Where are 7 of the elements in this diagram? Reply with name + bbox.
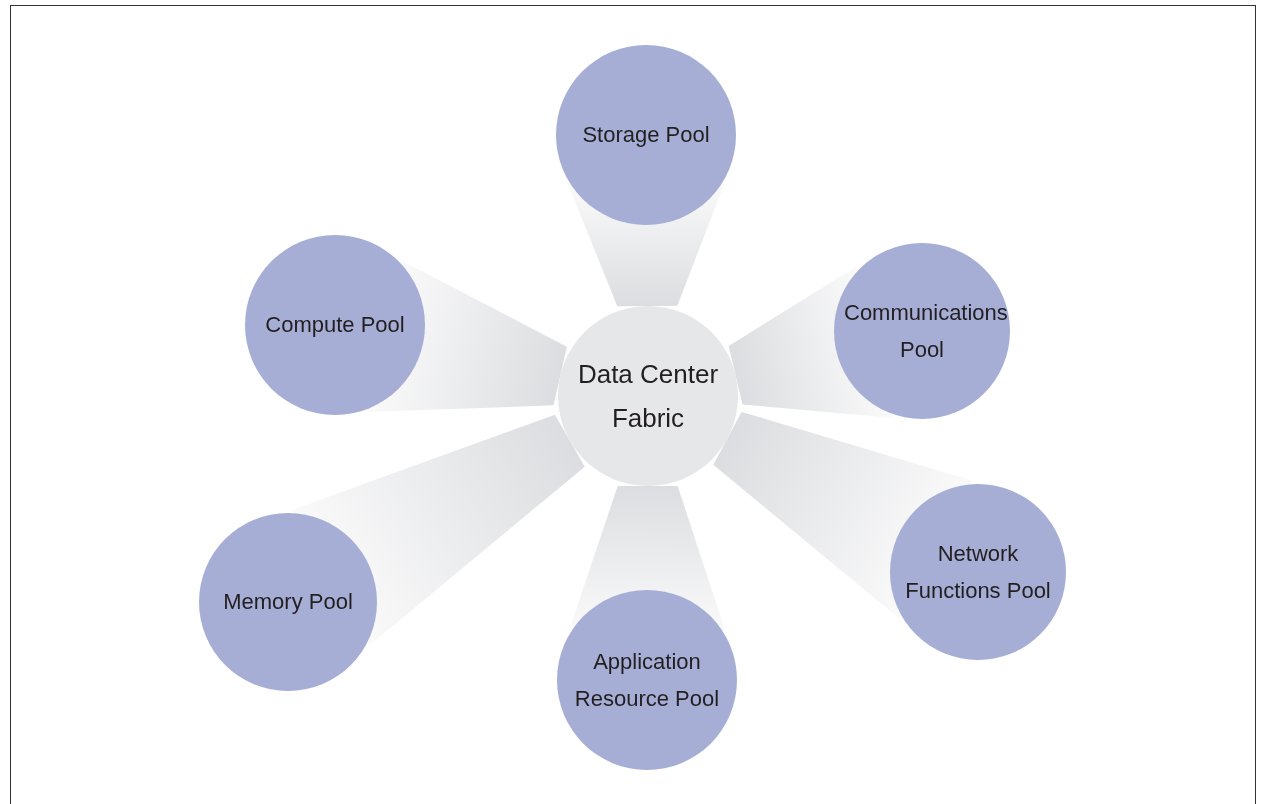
node-label: Application Resource Pool [573, 647, 721, 713]
node-label: Network Functions Pool [904, 539, 1052, 605]
node-label: Compute Pool [264, 311, 406, 340]
node-label: Memory Pool [222, 588, 354, 617]
node-label: Storage Pool [581, 121, 711, 150]
node-label: Data Center Fabric [576, 357, 720, 435]
node-label: Communications Pool [843, 298, 1006, 364]
